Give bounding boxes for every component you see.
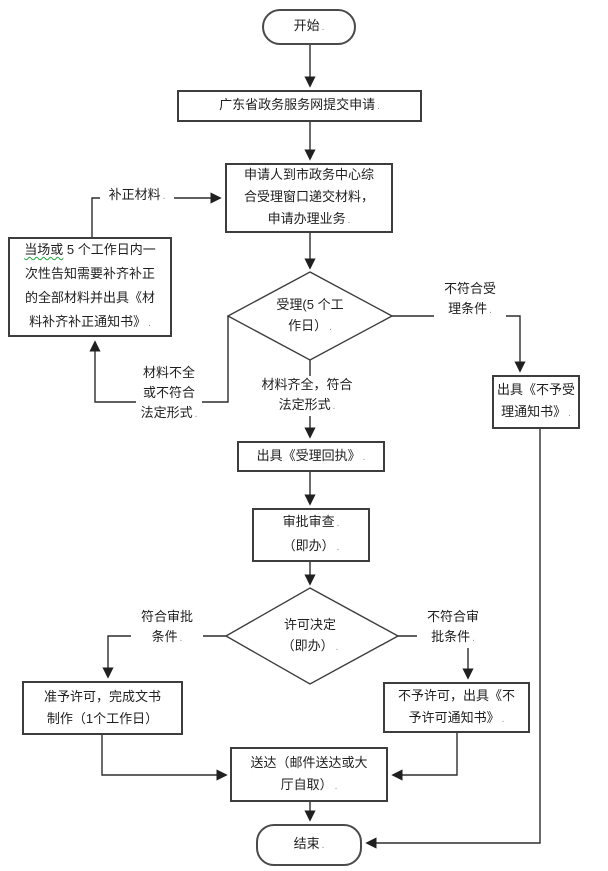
node-accept-review-line2: 作日）	[288, 315, 332, 338]
edge-label-incomplete-material-line1: 材料不全	[142, 365, 195, 380]
edge-label-supplement-line1: 补正材料	[109, 185, 166, 207]
node-supplement-notice-line1: 当场或 5 个工作日内一	[24, 238, 155, 262]
edge-label-not-meet-approval: 不符合审 批条件	[417, 608, 489, 648]
node-accept-receipt: 出具《受理回执》	[237, 441, 385, 472]
node-delivery-line2: 厅自取）	[281, 774, 338, 798]
edge-label-not-meet-approval-line1: 不符合审	[426, 609, 479, 624]
node-window-submit: 申请人到市政务中心综 合受理窗口递交材料， 申请办理业务	[225, 163, 393, 233]
node-reject-accept-notice: 出具《不予受 理通知书》	[492, 375, 580, 429]
edge-label-meet-approval: 符合审批 条件	[131, 608, 203, 648]
node-window-submit-line3: 申请办理业务	[268, 208, 351, 232]
edge-label-incomplete-material: 材料不全 或不符合 法定形式	[136, 364, 202, 424]
edge-label-meet-approval-line1: 符合审批	[140, 609, 193, 624]
node-window-submit-line2: 合受理窗口递交材料，	[243, 189, 374, 204]
node-start-label: 开始	[294, 15, 325, 39]
connector-accept-to-reject-notice	[392, 315, 526, 373]
edge-label-not-meet-accept-line1: 不符合受	[443, 281, 496, 296]
node-delivery: 送达（邮件送达或大 厅自取）	[230, 747, 388, 802]
edge-label-complete-material: 材料齐全，符合 法定形式	[258, 376, 356, 416]
edge-label-supplement: 补正材料	[100, 186, 174, 206]
node-deny-permit-line1: 不予许可，出具《不	[397, 687, 515, 703]
node-end-label: 结束	[294, 833, 325, 857]
edge-label-complete-material-line2: 法定形式	[279, 395, 336, 417]
node-permit-decision-text: 许可决定 （即办）	[240, 614, 380, 658]
connector-reject-notice-to-end	[365, 429, 541, 849]
edge-label-meet-approval-line2: 条件	[152, 627, 183, 649]
node-approval-review: 审批审查 （即办）	[252, 508, 370, 562]
node-supplement-notice-line2: 次性告知需要补齐补正	[24, 266, 155, 281]
edge-label-incomplete-material-line3: 法定形式	[141, 403, 198, 425]
node-start: 开始	[262, 9, 356, 45]
node-grant-permit: 准予许可，完成文书 制作（1个工作日）	[22, 681, 183, 735]
connector-grant-to-delivery	[101, 735, 228, 781]
node-supplement-notice: 当场或 5 个工作日内一 次性告知需要补齐补正 的全部材料并出具《材 料补齐补正…	[8, 237, 172, 337]
node-online-submit-label: 广东省政务服务网提交申请	[219, 94, 380, 118]
node-reject-accept-notice-line1: 出具《不予受	[496, 382, 575, 397]
node-approval-review-line2: （即办）	[283, 535, 340, 559]
edge-label-not-meet-approval-line2: 批条件	[431, 627, 475, 649]
node-grant-permit-line1: 准予许可，完成文书	[43, 689, 161, 704]
node-approval-review-line1: 审批审查	[283, 511, 340, 535]
node-accept-review-text: 受理(5 个工 作日）	[240, 294, 380, 338]
edge-label-not-meet-accept: 不符合受 理条件	[434, 280, 506, 320]
node-supplement-notice-line4: 料补齐补正通知书》	[29, 310, 151, 336]
connector-supplement-to-window	[91, 192, 222, 237]
node-permit-decision-line2: （即办）	[282, 635, 339, 658]
node-permit-decision-line1: 许可决定	[283, 617, 336, 632]
node-end: 结束	[256, 824, 362, 866]
node-delivery-line1: 送达（邮件送达或大	[250, 754, 368, 770]
node-supplement-notice-line3: 的全部材料并出具《材	[24, 290, 155, 305]
node-grant-permit-line2: 制作（1个工作日）	[46, 711, 159, 726]
node-online-submit: 广东省政务服务网提交申请	[177, 90, 422, 122]
edge-label-not-meet-accept-line2: 理条件	[448, 299, 492, 321]
node-supplement-notice-line1-rest: 5 个工作日内一	[63, 242, 156, 257]
node-deny-permit-line2: 予许可通知书》	[409, 707, 505, 731]
connector-deny-to-delivery	[391, 733, 458, 781]
edge-label-complete-material-line1: 材料齐全，符合	[261, 377, 353, 392]
edge-label-incomplete-material-line2: 或不符合	[142, 385, 195, 400]
node-reject-accept-notice-line2: 理通知书》	[501, 401, 571, 425]
node-deny-permit: 不予许可，出具《不 予许可通知书》	[383, 682, 530, 733]
node-accept-review-line1: 受理(5 个工	[276, 297, 344, 312]
spellcheck-flagged-text: 当场或	[24, 242, 64, 257]
node-accept-receipt-label: 出具《受理回执》	[257, 445, 366, 469]
node-window-submit-line1: 申请人到市政务中心综	[243, 167, 374, 182]
